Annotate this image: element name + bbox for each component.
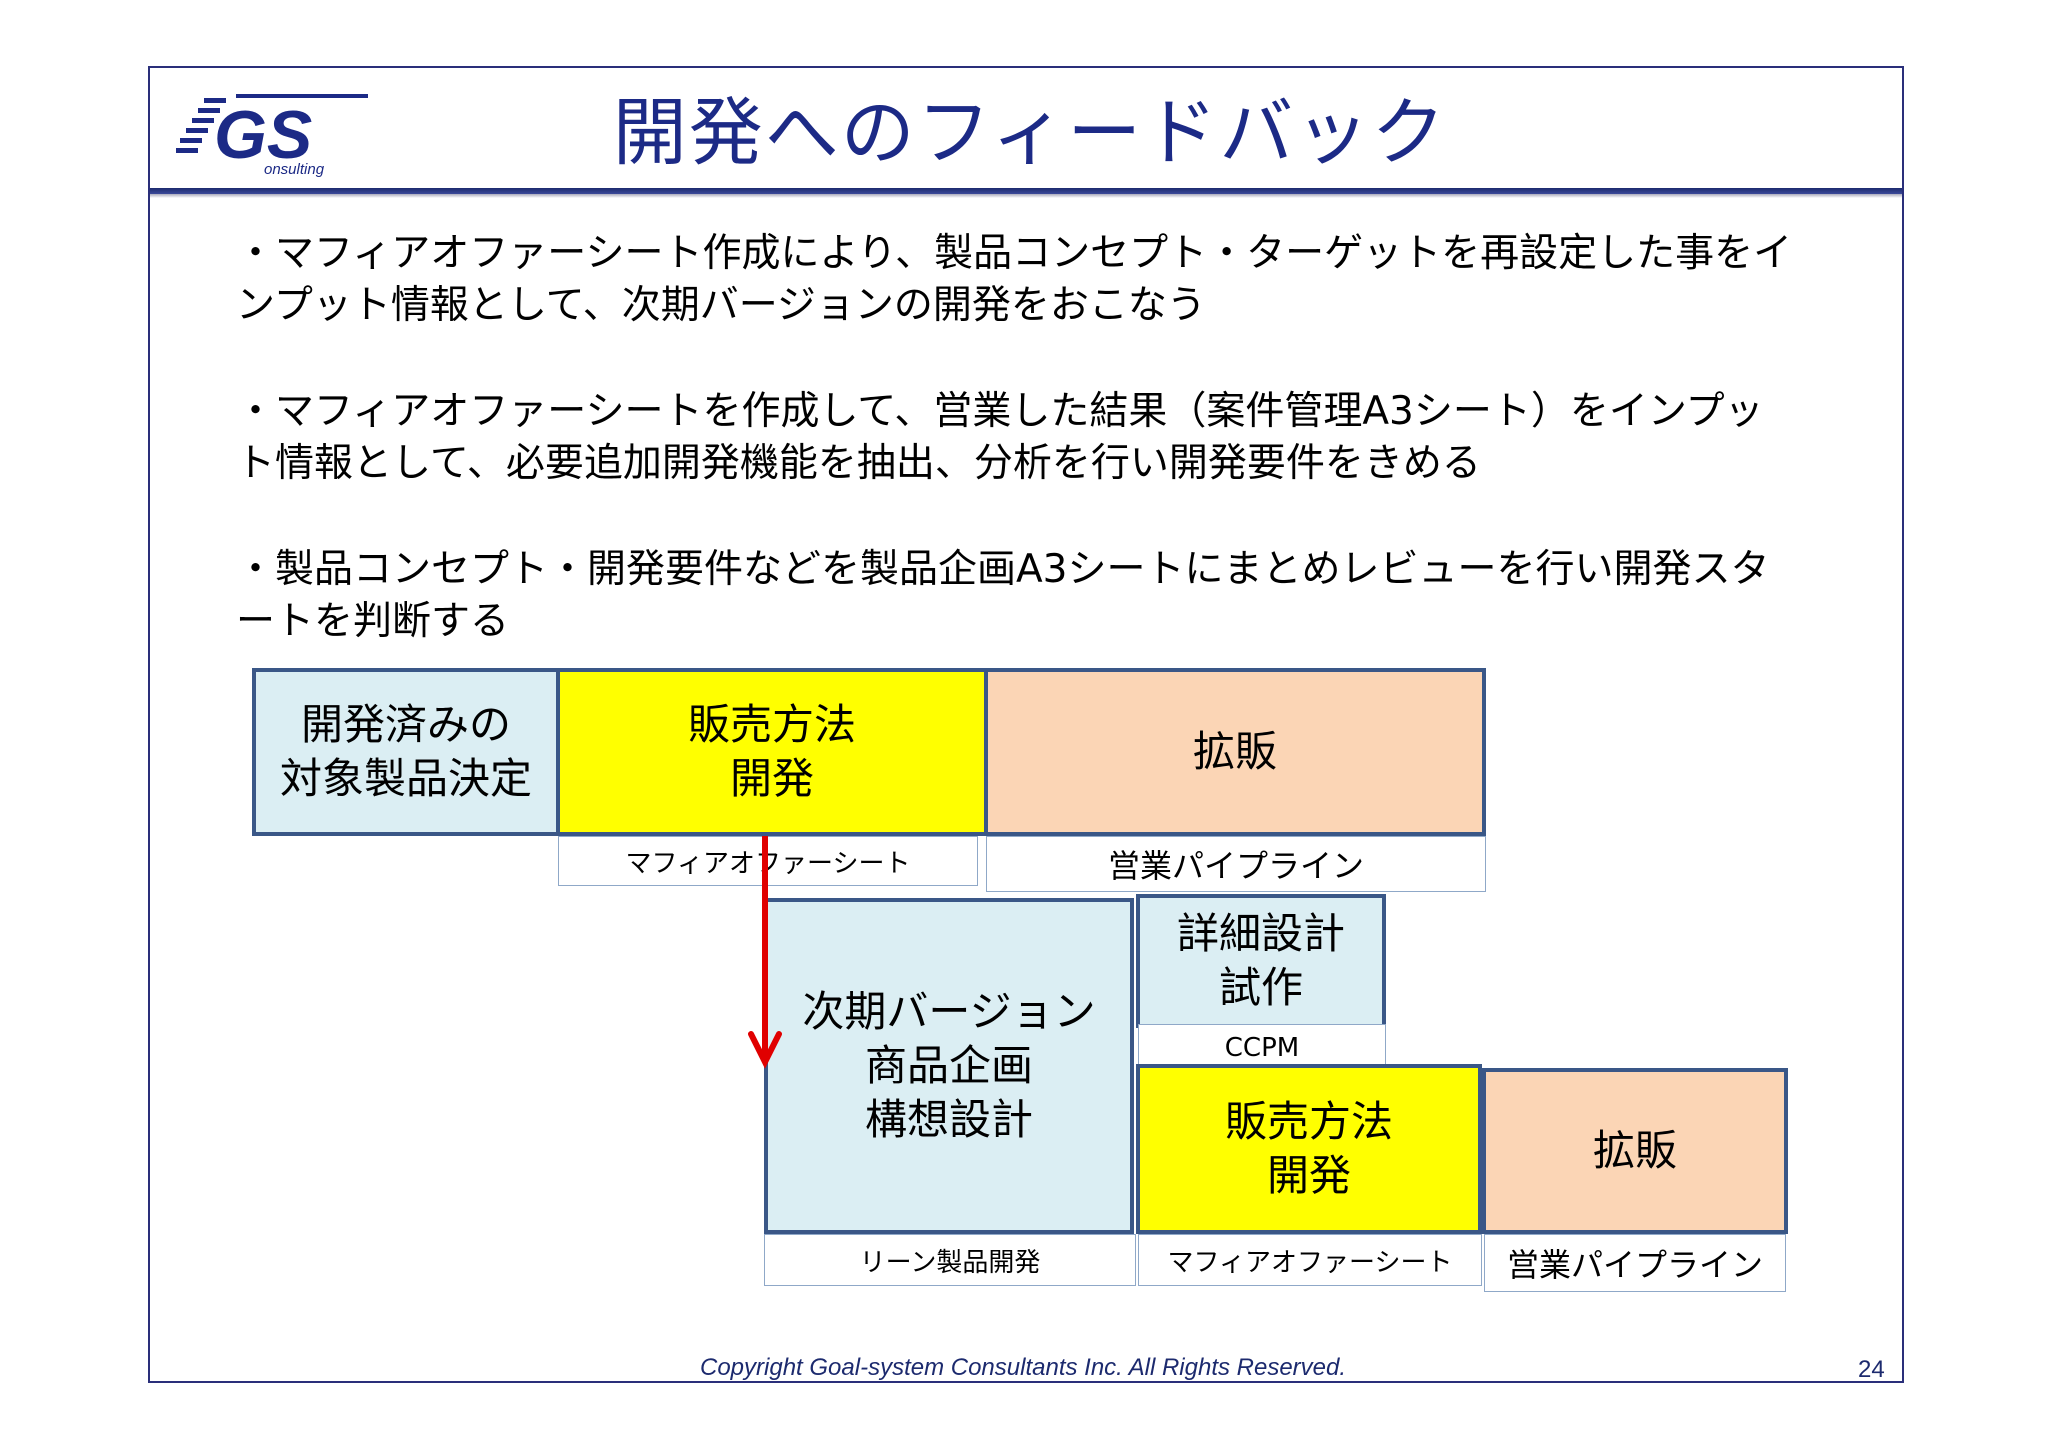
title-underline-shadow <box>150 194 1902 198</box>
label-sales-pipeline-1: 営業パイプライン <box>986 836 1486 892</box>
title-underline <box>150 188 1902 194</box>
page-title: 開発へのフィードバック <box>612 90 1448 176</box>
label-sales-pipeline-2: 営業パイプライン <box>1484 1234 1786 1292</box>
box-sales-method-2: 販売方法 開発 <box>1136 1064 1482 1234</box>
bullet-3: ・製品コンセプト・開発要件などを製品企画A3シートにまとめレビューを行い開発スタ… <box>236 547 1770 644</box>
gs-consulting-logo: GS onsulting <box>176 94 368 178</box>
logo-sub-text: onsulting <box>264 161 325 178</box>
box-next-version-planning: 次期バージョン 商品企画 構想設計 <box>764 898 1134 1234</box>
slide-frame <box>148 66 1904 1383</box>
label-mafia-offer-sheet-2: マフィアオファーシート <box>1138 1234 1482 1286</box>
logo-main-text: GS <box>214 97 312 173</box>
box-detail-design-prototype: 詳細設計 試作 <box>1136 894 1386 1028</box>
box-decide-target-product: 開発済みの 対象製品決定 <box>252 668 560 836</box>
box-expand-sales-2: 拡販 <box>1482 1068 1788 1234</box>
label-mafia-offer-sheet-1: マフィアオファーシート <box>558 836 978 886</box>
bullet-2: ・マフィアオファーシートを作成して、営業した結果（案件管理A3シート）をインプッ… <box>236 389 1764 486</box>
bullet-1: ・マフィアオファーシート作成により、製品コンセプト・ターゲットを再設定した事をイ… <box>236 231 1793 328</box>
box-sales-method-1: 販売方法 開発 <box>556 668 988 836</box>
page-number: 24 <box>1858 1356 1885 1383</box>
label-lean-product-development: リーン製品開発 <box>764 1234 1136 1286</box>
box-expand-sales-1: 拡販 <box>984 668 1486 836</box>
copyright-text: Copyright Goal-system Consultants Inc. A… <box>700 1354 1347 1381</box>
